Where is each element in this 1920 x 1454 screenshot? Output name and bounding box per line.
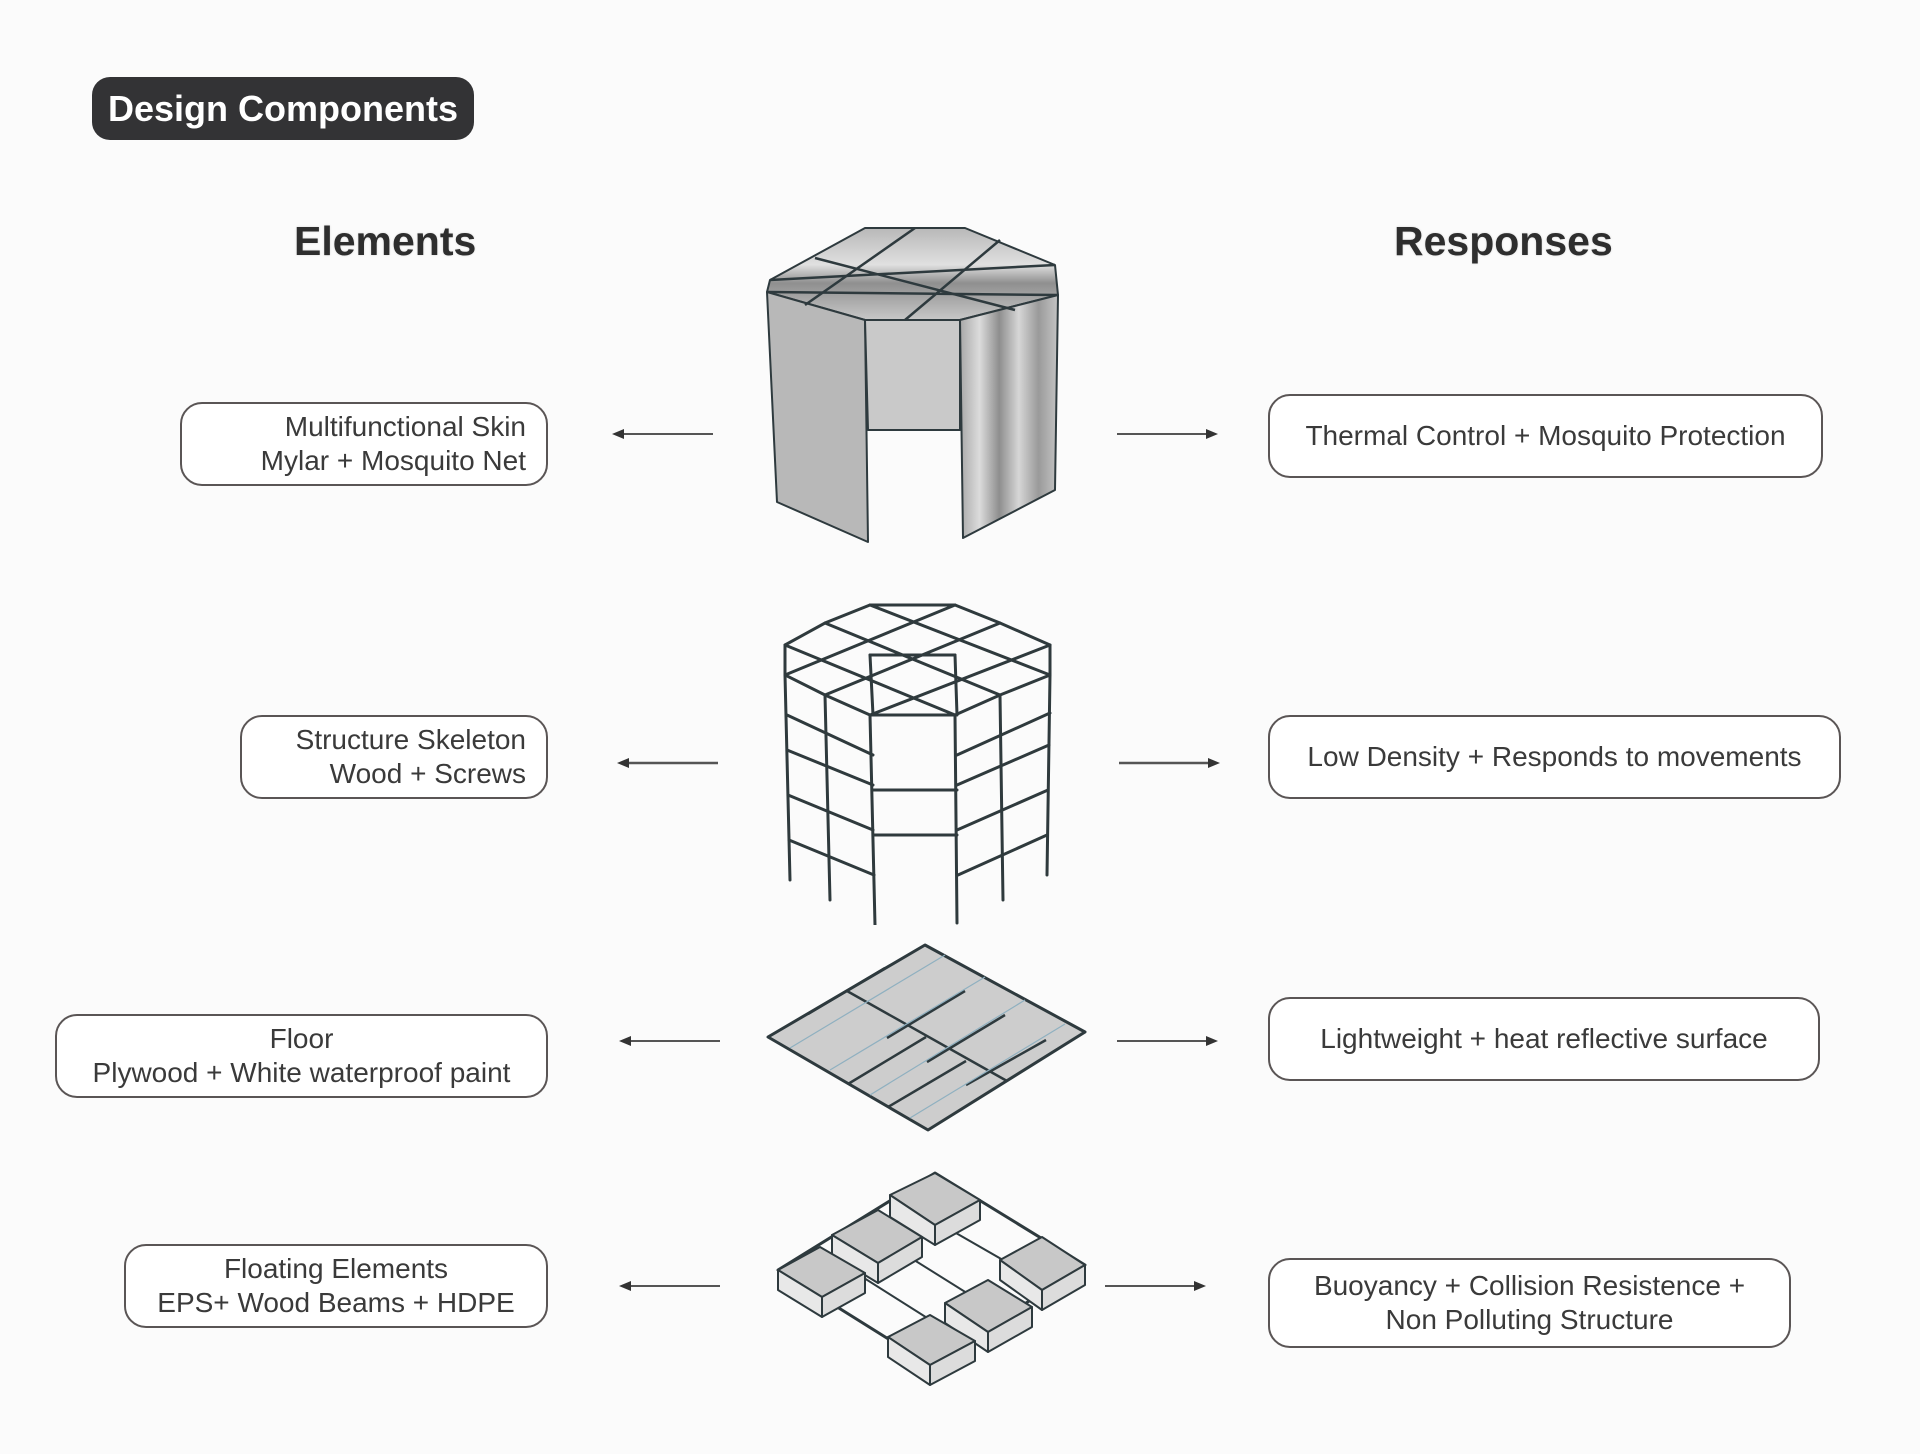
plywood-floor-panel-illustration (766, 943, 1087, 1132)
element-name: Floor (269, 1023, 334, 1054)
element-materials: Plywood + White waterproof paint (92, 1057, 511, 1088)
title-badge: Design Components (92, 77, 474, 140)
element-materials: Mylar + Mosquito Net (260, 445, 526, 476)
element-materials: EPS+ Wood Beams + HDPE (157, 1287, 515, 1318)
response-box-skeleton: Low Density + Responds to movements (1268, 715, 1841, 799)
response-text: Lightweight + heat reflective surface (1320, 1023, 1768, 1054)
response-text: Non Polluting Structure (1385, 1304, 1674, 1335)
element-name: Structure Skeleton (295, 724, 526, 755)
arrow-right-icon (1105, 1281, 1206, 1291)
response-box-floating: Buoyancy + Collision Resistence + Non Po… (1268, 1258, 1791, 1348)
element-box-floating: Floating Elements EPS+ Wood Beams + HDPE (124, 1244, 548, 1328)
element-box-skin: Multifunctional Skin Mylar + Mosquito Ne… (180, 402, 548, 486)
arrow-left-icon (617, 758, 718, 768)
arrow-left-icon (619, 1036, 720, 1046)
page-title: Design Components (107, 87, 458, 129)
element-name: Multifunctional Skin (284, 411, 526, 442)
element-materials: Wood + Screws (329, 758, 526, 789)
mylar-skin-enclosure-illustration (766, 226, 1059, 543)
element-name: Floating Elements (223, 1253, 449, 1284)
arrow-right-icon (1117, 1036, 1218, 1046)
response-text: Low Density + Responds to movements (1307, 741, 1802, 772)
arrow-left-icon (612, 429, 713, 439)
arrow-right-icon (1117, 429, 1218, 439)
floating-platform-illustration (776, 1171, 1087, 1386)
response-text: Thermal Control + Mosquito Protection (1305, 420, 1786, 451)
arrow-right-icon (1119, 758, 1220, 768)
wood-frame-skeleton-illustration (783, 603, 1052, 925)
responses-heading: Responses (1394, 218, 1613, 264)
arrow-left-icon (619, 1281, 720, 1291)
response-box-skin: Thermal Control + Mosquito Protection (1268, 394, 1823, 478)
elements-heading: Elements (294, 218, 477, 264)
element-box-skeleton: Structure Skeleton Wood + Screws (240, 715, 548, 799)
response-box-floor: Lightweight + heat reflective surface (1268, 997, 1820, 1081)
response-text: Buoyancy + Collision Resistence + (1313, 1270, 1746, 1301)
element-box-floor: Floor Plywood + White waterproof paint (55, 1014, 548, 1098)
